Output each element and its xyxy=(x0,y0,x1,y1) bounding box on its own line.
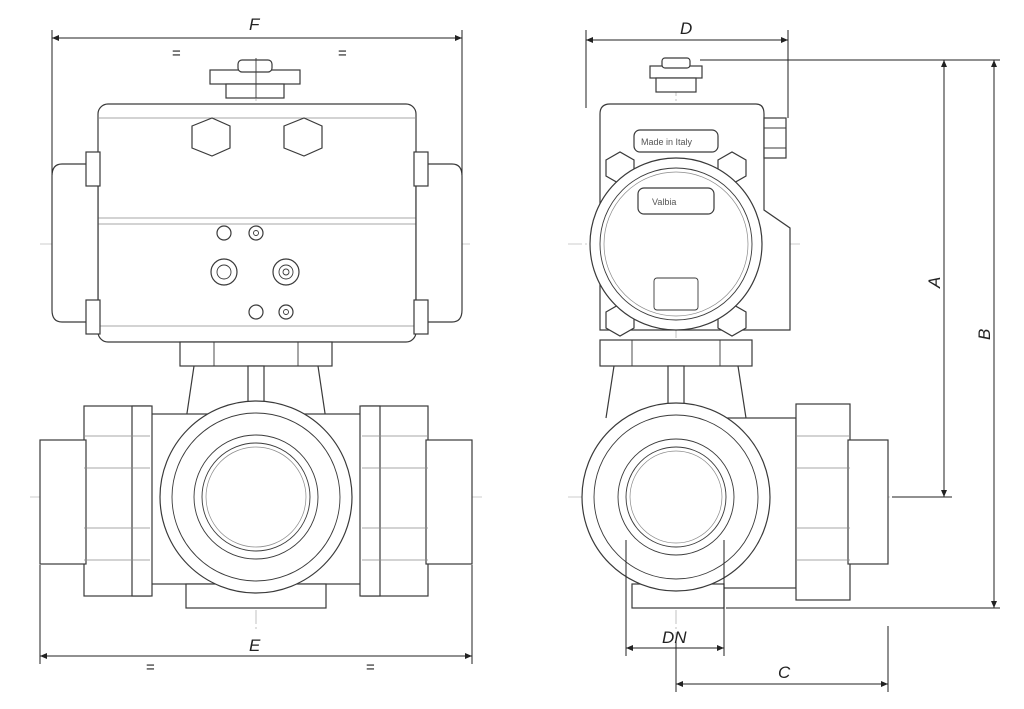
equal-mark-top-right: = xyxy=(338,45,347,62)
dimension-DN: DN xyxy=(625,540,725,656)
label-B: B xyxy=(975,329,994,340)
side-stem xyxy=(649,57,703,93)
equal-mark-bottom-right: = xyxy=(366,659,375,676)
equal-mark-top-left: = xyxy=(172,45,181,62)
dimension-E: E = = xyxy=(39,565,473,676)
dimension-C: C xyxy=(675,626,889,692)
front-view: F = = E = = xyxy=(30,15,482,676)
actuator-side: Made in Italy Valbia xyxy=(589,103,791,337)
stem-coupling xyxy=(209,58,301,99)
side-view: Made in Italy Valbia xyxy=(568,19,1000,692)
label-D: D xyxy=(680,19,692,38)
side-bracket xyxy=(599,339,753,419)
nameplate-made-in: Made in Italy xyxy=(641,137,693,147)
dimension-F: F = = xyxy=(51,15,463,175)
nameplate-brand: Valbia xyxy=(652,197,676,207)
label-F: F xyxy=(249,15,261,34)
actuator-front xyxy=(51,103,463,343)
label-E: E xyxy=(249,636,261,655)
label-C: C xyxy=(778,663,791,682)
dimension-A: A xyxy=(700,59,952,498)
dimension-B: B xyxy=(726,59,1000,609)
label-A: A xyxy=(925,277,944,289)
valve-body-side xyxy=(581,402,889,609)
label-DN: DN xyxy=(662,628,687,647)
dimension-D: D xyxy=(585,19,789,118)
valve-body-front xyxy=(39,400,473,609)
equal-mark-bottom-left: = xyxy=(146,659,155,676)
